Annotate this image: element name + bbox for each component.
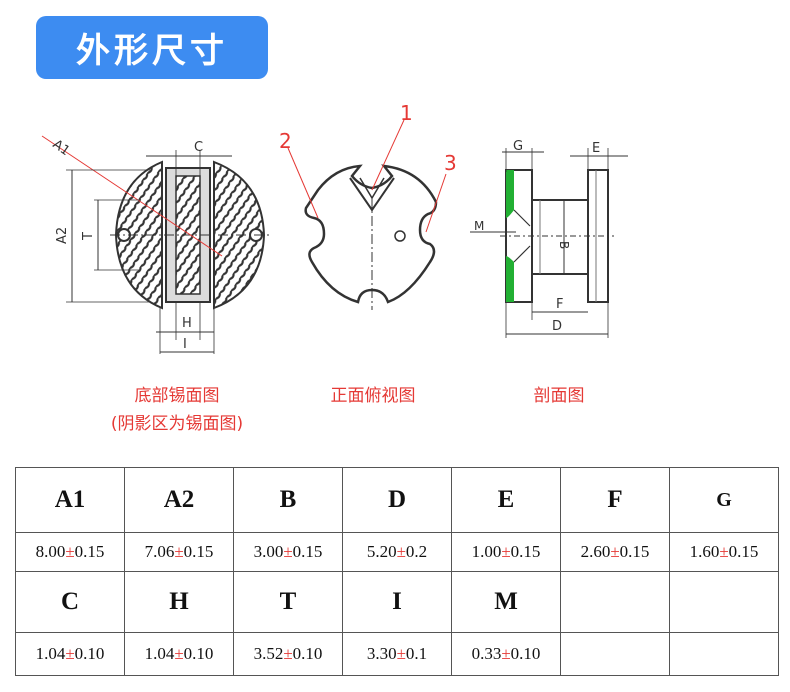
tin-top [506, 170, 514, 218]
dimension-drawings: A1 A2 T C H I 1 2 [41, 101, 628, 354]
label-d: D [552, 319, 562, 334]
table-header-row-2: C H T I M [15, 571, 779, 633]
value-cell: 8.00±0.15 [15, 532, 125, 572]
label-g: G [513, 139, 523, 154]
value-cell: 5.20±0.2 [342, 532, 452, 572]
value-cell [669, 632, 779, 676]
value-cell: 3.52±0.10 [233, 632, 343, 676]
value-cell: 3.30±0.1 [342, 632, 452, 676]
label-f: F [556, 297, 563, 312]
caption-bottom-view: 底部锡面图 [134, 386, 220, 406]
header-cell: M [451, 571, 561, 633]
dimension-table: A1 A2 B D E F G 8.00±0.15 7.06±0.15 3.00… [15, 467, 779, 676]
label-a2: A2 [55, 227, 70, 244]
label-a1: A1 [50, 137, 73, 159]
header-cell: B [233, 467, 343, 533]
label-c: C [194, 140, 203, 155]
top-view-drawing: 1 2 3 [279, 101, 457, 310]
caption-bottom-view-note: (阴影区为锡面图) [110, 414, 244, 434]
section-view-drawing: G E M B F D [470, 139, 628, 338]
label-3: 3 [444, 151, 457, 175]
value-cell: 0.33±0.10 [451, 632, 561, 676]
header-cell: E [451, 467, 561, 533]
label-e: E [592, 141, 600, 156]
header-cell: A1 [15, 467, 125, 533]
header-cell: T [233, 571, 343, 633]
header-cell [560, 571, 670, 633]
table-value-row-1: 8.00±0.15 7.06±0.15 3.00±0.15 5.20±0.2 1… [15, 532, 779, 572]
label-t: T [81, 232, 96, 241]
label-1: 1 [400, 101, 413, 125]
header-cell: H [124, 571, 234, 633]
value-cell: 7.06±0.15 [124, 532, 234, 572]
table-header-row-1: A1 A2 B D E F G [15, 467, 779, 533]
value-cell: 1.04±0.10 [124, 632, 234, 676]
caption-section-view: 剖面图 [533, 386, 585, 406]
table-value-row-2: 1.04±0.10 1.04±0.10 3.52±0.10 3.30±0.1 0… [15, 632, 779, 676]
header-cell: C [15, 571, 125, 633]
bottom-view-drawing: A1 A2 T C H I [41, 135, 270, 354]
header-cell [669, 571, 779, 633]
label-2: 2 [279, 129, 292, 153]
header-cell: I [342, 571, 452, 633]
value-cell [560, 632, 670, 676]
section-title-banner: 外形尺寸 [36, 16, 268, 79]
label-m: M [474, 219, 484, 233]
core-outline [304, 164, 438, 304]
label-b: B [557, 241, 571, 249]
caption-top-view: 正面俯视图 [330, 386, 416, 406]
tin-bottom [506, 256, 514, 302]
value-cell: 3.00±0.15 [233, 532, 343, 572]
section-title: 外形尺寸 [76, 31, 228, 71]
value-cell: 2.60±0.15 [560, 532, 670, 572]
value-cell: 1.60±0.15 [669, 532, 779, 572]
value-cell: 1.00±0.15 [451, 532, 561, 572]
value-cell: 1.04±0.10 [15, 632, 125, 676]
label-i: I [183, 337, 187, 352]
header-cell: A2 [124, 467, 234, 533]
header-cell: G [669, 467, 779, 533]
header-cell: D [342, 467, 452, 533]
label-h: H [182, 316, 192, 331]
header-cell: F [560, 467, 670, 533]
